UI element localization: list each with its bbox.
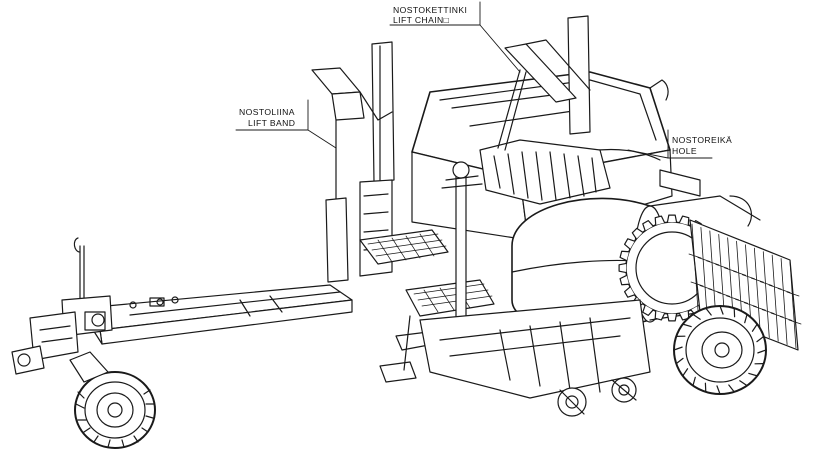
hopper bbox=[411, 71, 673, 241]
drawbar bbox=[84, 284, 353, 345]
hitch bbox=[11, 237, 113, 375]
platform bbox=[359, 229, 495, 383]
lift-chain-label-en: LIFT CHAIN□ bbox=[393, 15, 450, 25]
rear-wheel bbox=[673, 305, 767, 395]
front-wheel bbox=[69, 351, 156, 449]
lift-chain-label-fi: NOSTOKETTINKI bbox=[393, 5, 468, 15]
right-lift-frame bbox=[497, 15, 591, 151]
mast bbox=[441, 161, 483, 321]
callout-leaders bbox=[235, 1, 713, 159]
lift-band-label-fi: NOSTOLIINA bbox=[239, 107, 295, 117]
hole-label-fi: NOSTOREIKÄ bbox=[672, 135, 733, 145]
lift-band-label-en: LIFT BAND bbox=[248, 118, 296, 128]
lower-works bbox=[419, 299, 651, 417]
hole-label-en: HOLE bbox=[672, 146, 698, 156]
left-lift-frame bbox=[311, 41, 395, 283]
